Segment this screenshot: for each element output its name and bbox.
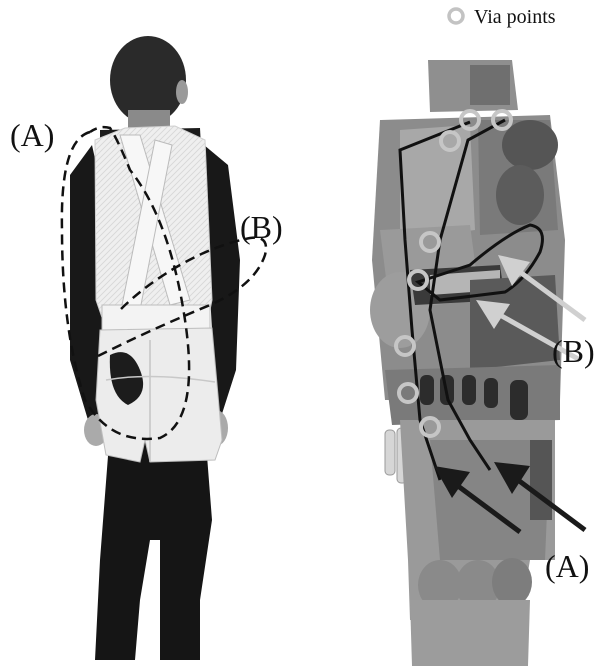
label-a-right: (A) <box>545 548 589 584</box>
label-b-left: (B) <box>240 209 283 245</box>
label-a-left: (A) <box>10 117 54 153</box>
legend-label: Via points <box>474 6 556 28</box>
ring-icon <box>449 9 463 23</box>
label-b-right: (B) <box>552 333 595 369</box>
legend: Via points <box>449 6 556 28</box>
